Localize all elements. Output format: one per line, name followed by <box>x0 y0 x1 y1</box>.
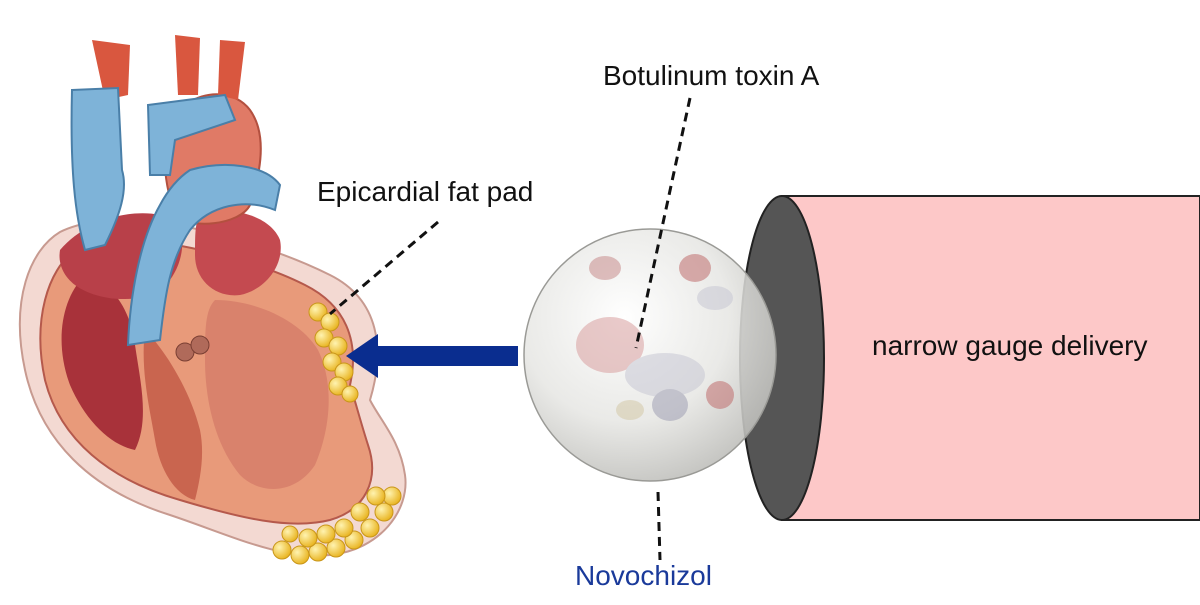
fat-pad-leader-line <box>329 220 439 316</box>
superior-vena-cava <box>70 86 126 252</box>
arrow-head <box>346 334 378 378</box>
toxin-leader-line <box>634 97 692 349</box>
novochizol-leader-line <box>656 491 662 561</box>
left-ventricle-cavity <box>205 300 329 489</box>
fat-pad-apex <box>272 486 402 565</box>
arrow-shaft <box>370 346 518 366</box>
botulinum-toxin-label: Botulinum toxin A <box>603 60 820 91</box>
heart-illustration <box>18 35 407 565</box>
fat-pad-lateral <box>308 302 359 403</box>
aortic-branch-2 <box>175 35 200 95</box>
septum <box>143 330 203 500</box>
delivery-tube <box>739 195 1200 521</box>
right-ventricle-cavity <box>61 275 143 450</box>
delivery-arrow <box>346 334 518 378</box>
tube-body <box>781 195 1200 521</box>
novochizol-label: Novochizol <box>575 560 712 591</box>
epicardial-fat-pad-label: Epicardial fat pad <box>317 176 534 207</box>
toxin-molecules <box>576 254 734 421</box>
aortic-branch-1 <box>92 40 130 100</box>
valve-leaflet-2 <box>190 335 210 355</box>
pulmonary-artery <box>146 93 237 176</box>
aortic-branch-3 <box>218 40 245 100</box>
inferior-vena-cava <box>126 164 282 347</box>
left-atrium <box>195 211 281 296</box>
delivery-label: narrow gauge delivery <box>872 330 1148 361</box>
novochizol-sphere <box>523 228 777 482</box>
